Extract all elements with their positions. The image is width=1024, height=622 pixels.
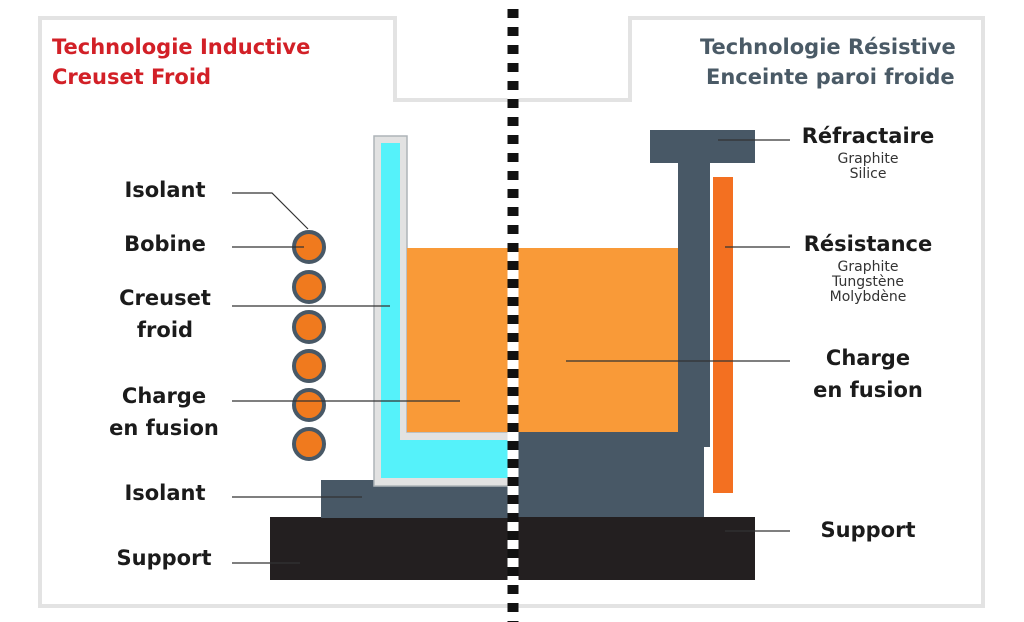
coil-turn	[292, 427, 326, 461]
right-support	[512, 517, 755, 580]
induction-coil	[292, 230, 326, 461]
coil-turn	[292, 388, 326, 422]
label-refractaire-title: Réfractaire	[801, 124, 935, 148]
cold-crucible-floor	[381, 440, 512, 478]
label-creuset-line1: Creuset	[119, 286, 211, 310]
cold-crucible-wall	[381, 143, 400, 453]
coil-turn	[292, 270, 326, 304]
label-resistance-title: Résistance	[803, 232, 933, 256]
label-charge-left-line1: Charge	[121, 384, 207, 408]
label-bobine: Bobine	[124, 232, 206, 256]
label-refractaire: Réfractaire Graphite Silice	[790, 120, 946, 182]
left-title: Technologie Inductive Creuset Froid	[52, 32, 310, 92]
label-creuset-froid: Creuset froid	[100, 282, 230, 346]
label-refractaire-sub2: Silice	[849, 166, 887, 182]
label-resistance: Résistance Graphite Tungstène Molybdène	[790, 228, 946, 305]
right-title-line2: Enceinte paroi froide	[706, 65, 955, 89]
left-support	[270, 517, 512, 580]
label-charge-right-line1: Charge	[825, 346, 911, 370]
left-melt	[407, 248, 512, 432]
resistance-element	[713, 177, 733, 493]
label-charge-left-line2: en fusion	[109, 416, 219, 440]
left-title-line1: Technologie Inductive	[52, 35, 311, 59]
coil-turn	[292, 310, 326, 344]
label-resistance-sub1: Graphite	[837, 259, 899, 275]
label-resistance-sub2: Tungstène	[832, 274, 904, 290]
label-isolant-top: Isolant	[124, 178, 206, 202]
label-support-right: Support	[820, 518, 916, 542]
left-title-line2: Creuset Froid	[52, 65, 212, 89]
label-refractaire-sub1: Graphite	[837, 151, 899, 167]
label-charge-right-line2: en fusion	[813, 378, 923, 402]
right-title-line1: Technologie Résistive	[700, 35, 956, 59]
label-resistance-sub3: Molybdène	[829, 289, 907, 305]
right-melt	[512, 248, 678, 432]
label-charge-left: Charge en fusion	[96, 380, 232, 444]
coil-turn	[292, 349, 326, 383]
refractory-body	[512, 130, 755, 517]
label-charge-right: Charge en fusion	[790, 342, 946, 406]
label-isolant-bottom: Isolant	[124, 481, 206, 505]
left-leader-lines	[232, 192, 460, 564]
label-creuset-line2: froid	[136, 318, 194, 342]
label-support-left: Support	[116, 546, 212, 570]
right-leader-lines	[566, 139, 790, 532]
leader-isolant-top	[232, 192, 309, 230]
right-title: Technologie Résistive Enceinte paroi fro…	[700, 32, 956, 92]
